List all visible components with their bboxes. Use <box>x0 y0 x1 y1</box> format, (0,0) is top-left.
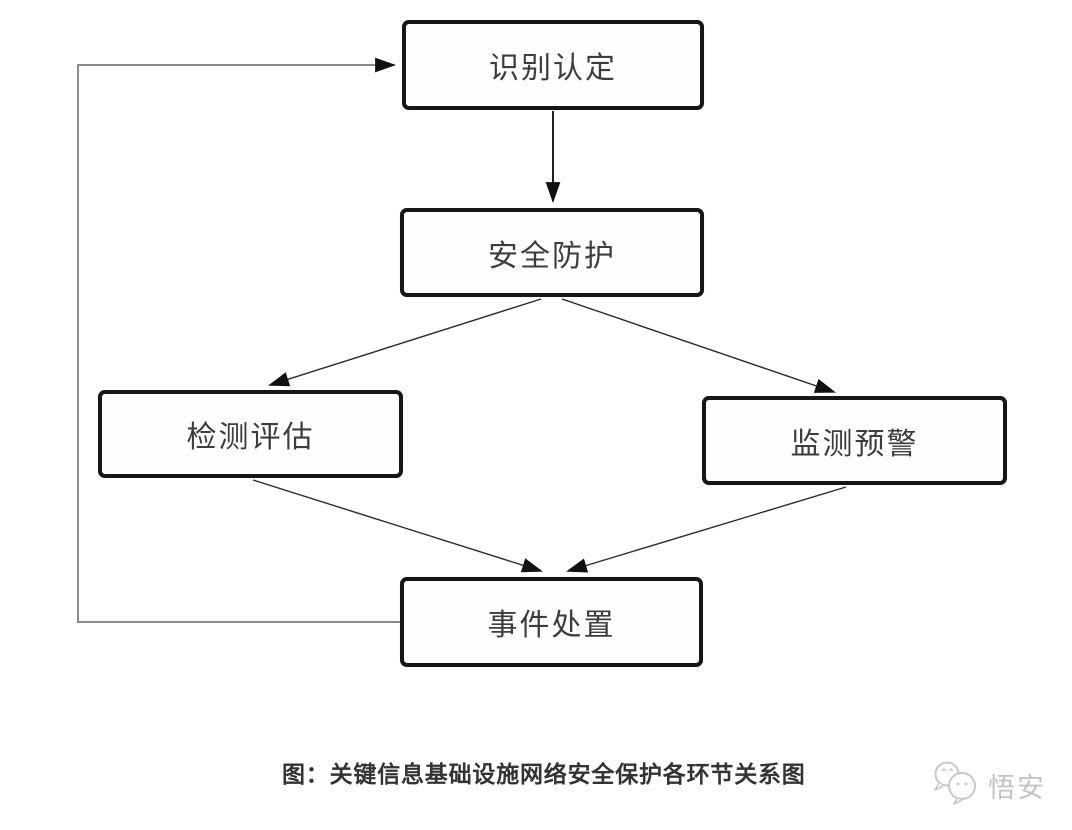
figure-caption: 图：关键信息基础设施网络安全保护各环节关系图 <box>282 761 806 787</box>
node-detect-label: 检测评估 <box>186 421 315 454</box>
node-identify: 识别认定 <box>402 20 704 110</box>
node-monitor: 监测预警 <box>702 396 1007 485</box>
node-protect: 安全防护 <box>400 208 704 297</box>
edge-monitor-to-incident <box>565 486 847 573</box>
watermark: 悟安 <box>930 760 1046 811</box>
node-monitor-label: 监测预警 <box>790 427 919 461</box>
edge-protect-to-monitor <box>561 298 836 393</box>
edge-detect-to-incident <box>252 479 544 573</box>
watermark-text: 悟安 <box>988 773 1046 803</box>
node-protect-label: 安全防护 <box>488 239 616 273</box>
edge-protect-to-detect <box>267 298 542 387</box>
node-detect: 检测评估 <box>98 390 403 478</box>
wechat-chat-bubbles-icon <box>930 760 984 811</box>
edge-incident-to-identify-feedback <box>77 57 400 623</box>
node-incident: 事件处置 <box>400 577 703 667</box>
node-incident-label: 事件处置 <box>487 609 616 642</box>
node-identify-label: 识别认定 <box>489 52 617 85</box>
